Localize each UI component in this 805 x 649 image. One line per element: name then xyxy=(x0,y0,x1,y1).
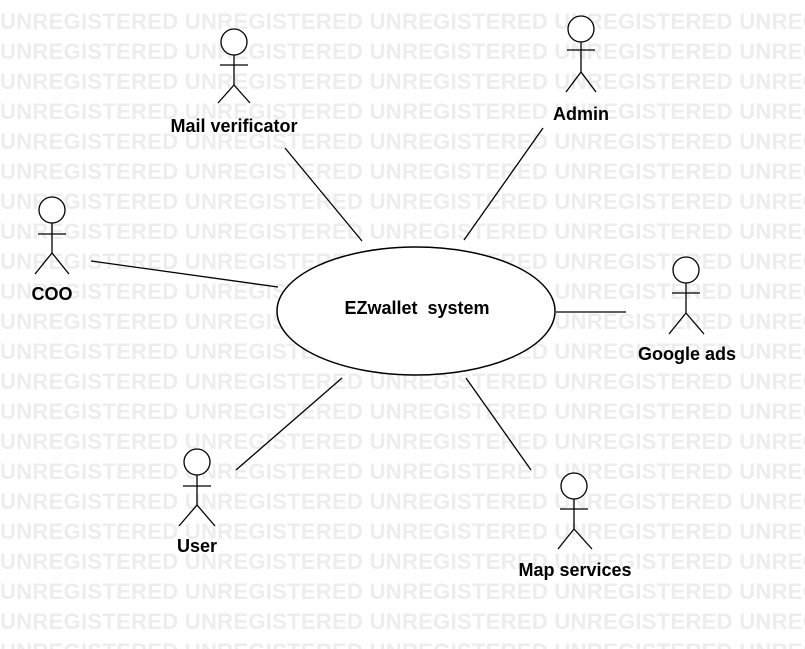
actor-label-google-ads: Google ads xyxy=(638,344,736,364)
actor-user[interactable] xyxy=(178,448,216,527)
actor-head xyxy=(183,448,211,476)
actor-head xyxy=(220,28,248,56)
actor-admin[interactable] xyxy=(565,15,597,93)
association-mail-verificator xyxy=(284,147,363,242)
association-user xyxy=(235,377,343,471)
system-use-case[interactable] xyxy=(276,246,556,376)
actor-head xyxy=(560,472,588,500)
actor-google-ads[interactable] xyxy=(668,256,705,335)
association-map-services xyxy=(465,377,532,471)
association-coo xyxy=(90,260,279,288)
association-admin xyxy=(463,127,544,241)
actor-mail-verificator[interactable] xyxy=(217,28,251,104)
actor-map-services[interactable] xyxy=(557,472,593,550)
actor-label-mail-verificator: Mail verificator xyxy=(170,116,297,136)
actor-label-map-services: Map services xyxy=(518,560,631,580)
actor-coo[interactable] xyxy=(34,196,70,275)
actor-head xyxy=(567,15,595,43)
actor-label-admin: Admin xyxy=(553,104,609,124)
actor-head xyxy=(38,196,66,224)
actor-label-coo: COO xyxy=(31,284,72,304)
system-label: EZwallet system xyxy=(344,298,489,318)
actor-label-user: User xyxy=(177,536,217,556)
actor-head xyxy=(672,256,700,284)
